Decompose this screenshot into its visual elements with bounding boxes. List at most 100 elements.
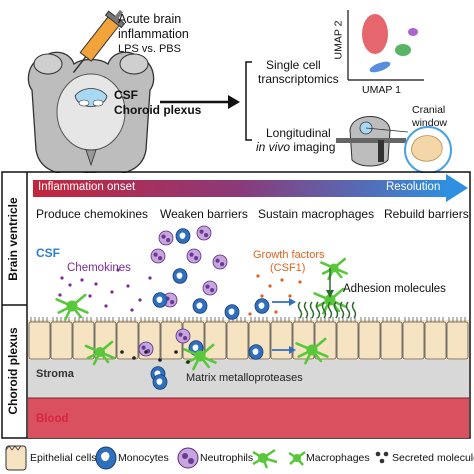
neutrophil-lobe: [141, 345, 146, 350]
epithelial-cell: [28, 321, 51, 360]
secreted-dot: [132, 356, 136, 360]
adhesion-arrowhead: [326, 290, 334, 298]
legend-label-neutrophils: Neutrophils: [200, 452, 254, 464]
microvilli: [250, 317, 268, 322]
longitudinal-label-line1: Longitudinal: [266, 126, 331, 140]
macrophage-cell: [55, 293, 89, 321]
side-label-choroid-plexus: Choroid plexus: [6, 327, 20, 415]
epithelial-cell: [402, 321, 425, 360]
monocyte-nucleus: [192, 344, 199, 351]
neutrophil-lobe: [215, 258, 220, 263]
migration-arrowhead: [289, 298, 296, 306]
microvilli: [118, 317, 136, 322]
growth-factor-dot: [248, 312, 252, 316]
growth-factors-label-line1: Growth factors: [253, 249, 325, 261]
monocyte-nucleus: [176, 272, 183, 279]
monocyte-nucleus: [228, 308, 235, 315]
neutrophil-lobe: [220, 262, 225, 267]
imaging-mouse-illustration: [336, 116, 452, 174]
epithelial-cell: [204, 321, 227, 360]
timeline-start-label: Inflammation onset: [38, 181, 136, 193]
microvilli: [184, 317, 202, 322]
microvilli: [316, 317, 334, 322]
epithelial-cell: [336, 321, 359, 360]
chemokines-label: Chemokines: [67, 262, 131, 274]
microvilli: [382, 317, 400, 322]
epithelial-cell: [380, 321, 403, 360]
macrophage-body: [194, 350, 206, 362]
growth-factor-dot: [288, 294, 292, 298]
timeline-arrow-shaft: [33, 180, 448, 197]
neutrophil-cell: [158, 230, 174, 246]
chemokine-dot: [58, 293, 62, 297]
neutrophil-lobe: [210, 288, 215, 293]
microvilli: [162, 317, 180, 322]
neutrophil-cell: [202, 280, 218, 296]
neutrophil-lobe: [170, 300, 175, 305]
epithelial-cell: [226, 321, 249, 360]
microvilli: [140, 317, 158, 322]
growth-factor-dot: [260, 294, 264, 298]
monocyte-nucleus: [179, 232, 186, 239]
main-arrowhead: [228, 95, 240, 109]
microvilli: [206, 317, 224, 322]
neutrophil-lobe: [199, 229, 204, 234]
epithelial-cell: [446, 321, 469, 360]
csf-label-top: CSF: [114, 88, 138, 102]
growth-factor-dot: [274, 310, 278, 314]
epithelial-cell: [424, 321, 447, 360]
macrophage-cell: [183, 343, 217, 371]
macrophage-body: [95, 347, 105, 357]
secreted-dot: [144, 350, 148, 354]
growth-factors-label-line2: (CSF1): [270, 262, 306, 274]
epithelial-cell: [270, 321, 293, 360]
microvilli: [74, 317, 92, 322]
cells-layer: [55, 225, 357, 390]
legend: [5, 445, 389, 471]
adhesion-molecules-label: Adhesion molecules: [343, 283, 446, 295]
neutrophil-cell: [212, 254, 228, 270]
macrophage-body: [306, 344, 318, 356]
legend-label-monocytes: Monocytes: [118, 452, 169, 464]
stroma-label: Stroma: [36, 368, 74, 380]
neutrophil-cell: [196, 225, 212, 241]
neutrophil-lobe: [183, 336, 188, 341]
chemokine-dot: [68, 283, 72, 287]
migration-arrowhead: [289, 346, 296, 354]
monocyte-nucleus: [252, 348, 259, 355]
cranial-label-line1: Cranial: [412, 104, 446, 116]
microvilli: [360, 317, 378, 322]
epithelial-cell: [72, 321, 95, 360]
adhesion-molecules: [297, 301, 357, 319]
microvilli: [30, 317, 48, 322]
secreted-dot: [158, 358, 162, 362]
macrophage-body: [324, 294, 336, 306]
microvilli: [448, 317, 466, 322]
chemokine-dot: [110, 290, 114, 294]
choroid-plexus-label-top: Choroid plexus: [114, 103, 202, 117]
stage-label-1: Produce chemokines: [36, 207, 149, 221]
umap-x-label: UMAP 1: [362, 84, 401, 96]
umap-plot: [347, 10, 424, 81]
microvilli: [404, 317, 422, 322]
csf-label: CSF: [36, 246, 60, 260]
neutrophil-lobe: [158, 256, 163, 261]
imaging-text: imaging: [290, 140, 336, 154]
microvilli: [338, 317, 356, 322]
in-vivo-text: in vivo: [256, 140, 291, 154]
stage-label-3: Sustain macrophages: [258, 207, 375, 221]
longitudinal-label-line2: in vivo imaging: [256, 140, 335, 154]
chemokine-dot: [60, 276, 64, 280]
mmp-label: Matrix metalloproteases: [186, 372, 303, 384]
epithelial-cell: [50, 321, 73, 360]
neutrophil-cell: [186, 248, 202, 264]
neutrophil-lobe: [204, 233, 209, 238]
legend-label-macrophages: Macrophages: [306, 452, 370, 464]
chemokine-dot: [148, 276, 152, 280]
cranial-label-line2: window: [412, 117, 448, 129]
neutrophil-lobe: [189, 252, 194, 257]
microvilli: [52, 317, 70, 322]
secreted-dot: [120, 350, 124, 354]
neutrophil-cell: [138, 341, 154, 357]
